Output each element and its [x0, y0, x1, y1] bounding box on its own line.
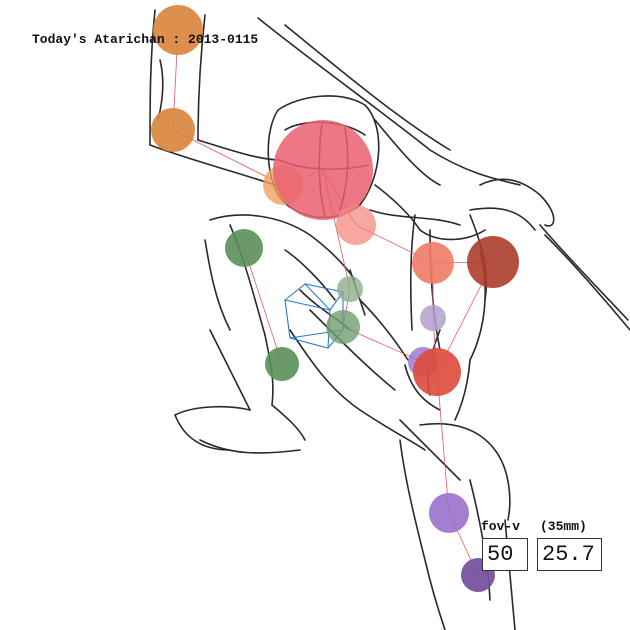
- joint-hand-green[interactable]: [265, 347, 299, 381]
- joint-head[interactable]: [273, 120, 373, 220]
- joint-neck[interactable]: [336, 205, 376, 245]
- sketch-lines: [149, 9, 630, 630]
- joint-forearm-green[interactable]: [326, 310, 360, 344]
- page-title: Today's Atarichan : 2013-0115: [32, 32, 259, 47]
- joint-elbow-upper[interactable]: [151, 108, 195, 152]
- fov-value-field[interactable]: 50: [482, 538, 528, 571]
- joint-spine[interactable]: [420, 305, 446, 331]
- fov-label: fov-v: [481, 519, 521, 534]
- joint-shoulder-right[interactable]: [467, 236, 519, 288]
- focal-length-field[interactable]: 25.7: [537, 538, 602, 571]
- joint-chest[interactable]: [412, 242, 454, 284]
- joint-hand-top[interactable]: [153, 5, 203, 55]
- joint-markers[interactable]: [151, 5, 519, 592]
- joint-elbow-green[interactable]: [225, 229, 263, 267]
- joint-pelvis[interactable]: [413, 348, 461, 396]
- focal-unit-label: (35mm): [540, 519, 587, 534]
- bone-lines: [172, 29, 494, 576]
- joint-knee[interactable]: [429, 493, 469, 533]
- joint-wrist-green[interactable]: [337, 276, 363, 302]
